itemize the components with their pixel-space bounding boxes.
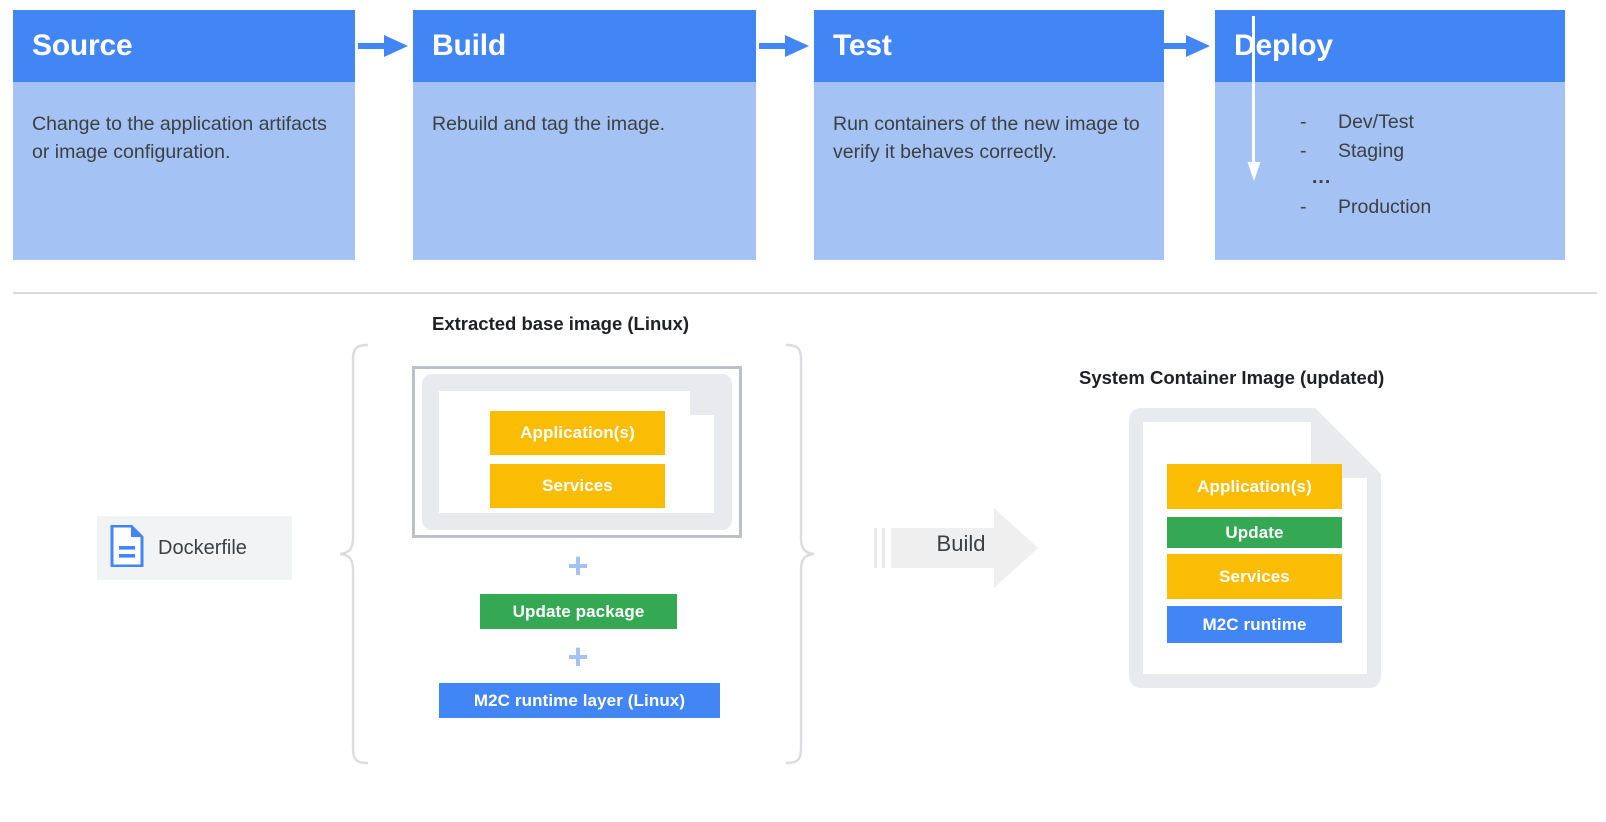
m2c-runtime-layer: M2C runtime layer (Linux)	[439, 683, 720, 718]
base-layer-services: Services	[490, 464, 665, 508]
stage-header-source: Source	[13, 10, 355, 82]
deploy-list-item: - Production	[1215, 193, 1565, 222]
deploy-env-label: Dev/Test	[1338, 111, 1414, 133]
stage-body-test: Run containers of the new image to verif…	[814, 82, 1164, 260]
result-layer-services: Services	[1167, 554, 1342, 599]
system-container-image-doc	[1129, 408, 1381, 688]
stage-title-test: Test	[833, 29, 892, 62]
layer-label: Services	[1219, 566, 1290, 586]
stage-title-source: Source	[32, 29, 133, 62]
arrow-right-icon	[759, 33, 811, 59]
layer-label: Application(s)	[520, 423, 635, 442]
build-action-label: Build	[936, 531, 986, 556]
pipeline-stage-build[interactable]: Build Rebuild and tag the image.	[413, 10, 756, 260]
result-layer-applications: Application(s)	[1167, 464, 1342, 509]
stage-title-build: Build	[432, 29, 506, 62]
pipeline-stage-test[interactable]: Test Run containers of the new image to …	[814, 10, 1164, 260]
dockerfile-chip[interactable]: Dockerfile	[97, 516, 292, 580]
stage-description-test: Run containers of the new image to verif…	[833, 113, 1140, 163]
left-brace	[338, 342, 369, 771]
deploy-environment-list: - Dev/Test - Staging ... - Production	[1215, 16, 1565, 260]
plus-sign-1: +	[567, 545, 589, 586]
file-document-icon	[110, 524, 144, 572]
deploy-env-ellipsis: ...	[1312, 166, 1332, 188]
stage-description-build: Rebuild and tag the image.	[432, 113, 666, 135]
stage-body-build: Rebuild and tag the image.	[413, 82, 756, 260]
layer-label: M2C runtime	[1202, 614, 1307, 634]
list-dash: -	[1300, 196, 1307, 218]
deploy-flow-arrow-icon	[1246, 16, 1262, 183]
stage-header-test: Test	[814, 10, 1164, 82]
plus-sign-2: +	[567, 636, 589, 677]
stage-description-source: Change to the application artifacts or i…	[32, 113, 327, 163]
stage-body-deploy: - Dev/Test - Staging ... - Production	[1215, 16, 1565, 260]
layer-label: Update package	[512, 601, 645, 621]
deploy-env-label: Production	[1338, 196, 1432, 218]
result-image-caption: System Container Image (updated)	[1079, 367, 1385, 388]
stage-header-deploy: Deploy	[1215, 10, 1565, 82]
pipeline-stage-source[interactable]: Source Change to the application artifac…	[13, 10, 355, 260]
block-arrow-right-icon	[874, 506, 1040, 590]
result-layer-update: Update	[1167, 517, 1342, 548]
layer-label: Services	[542, 476, 613, 495]
base-image-caption: Extracted base image (Linux)	[432, 313, 690, 334]
arrow-right-icon	[358, 33, 410, 59]
stage-body-source: Change to the application artifacts or i…	[13, 82, 355, 260]
stage-title-deploy: Deploy	[1234, 29, 1333, 62]
deploy-list-item: - Staging	[1215, 137, 1565, 166]
section-divider	[13, 292, 1597, 294]
layer-label: Application(s)	[1197, 476, 1312, 496]
result-layer-m2c-runtime: M2C runtime	[1167, 606, 1342, 643]
right-brace	[785, 342, 816, 771]
update-package-layer: Update package	[480, 594, 677, 629]
base-layer-applications: Application(s)	[490, 411, 665, 455]
layer-label: Update	[1225, 522, 1284, 542]
pipeline-stage-deploy[interactable]: Deploy - Dev/Test - Staging	[1215, 10, 1565, 260]
deploy-list-item: - Dev/Test	[1215, 108, 1565, 137]
dockerfile-label: Dockerfile	[158, 536, 247, 559]
deploy-list-item-ellipsis: ...	[1215, 166, 1565, 193]
list-dash: -	[1300, 111, 1307, 133]
list-dash: -	[1300, 140, 1307, 162]
stage-header-build: Build	[413, 10, 756, 82]
arrow-right-icon	[1160, 33, 1212, 59]
layer-label: M2C runtime layer (Linux)	[473, 690, 686, 710]
deploy-env-label: Staging	[1338, 140, 1405, 162]
